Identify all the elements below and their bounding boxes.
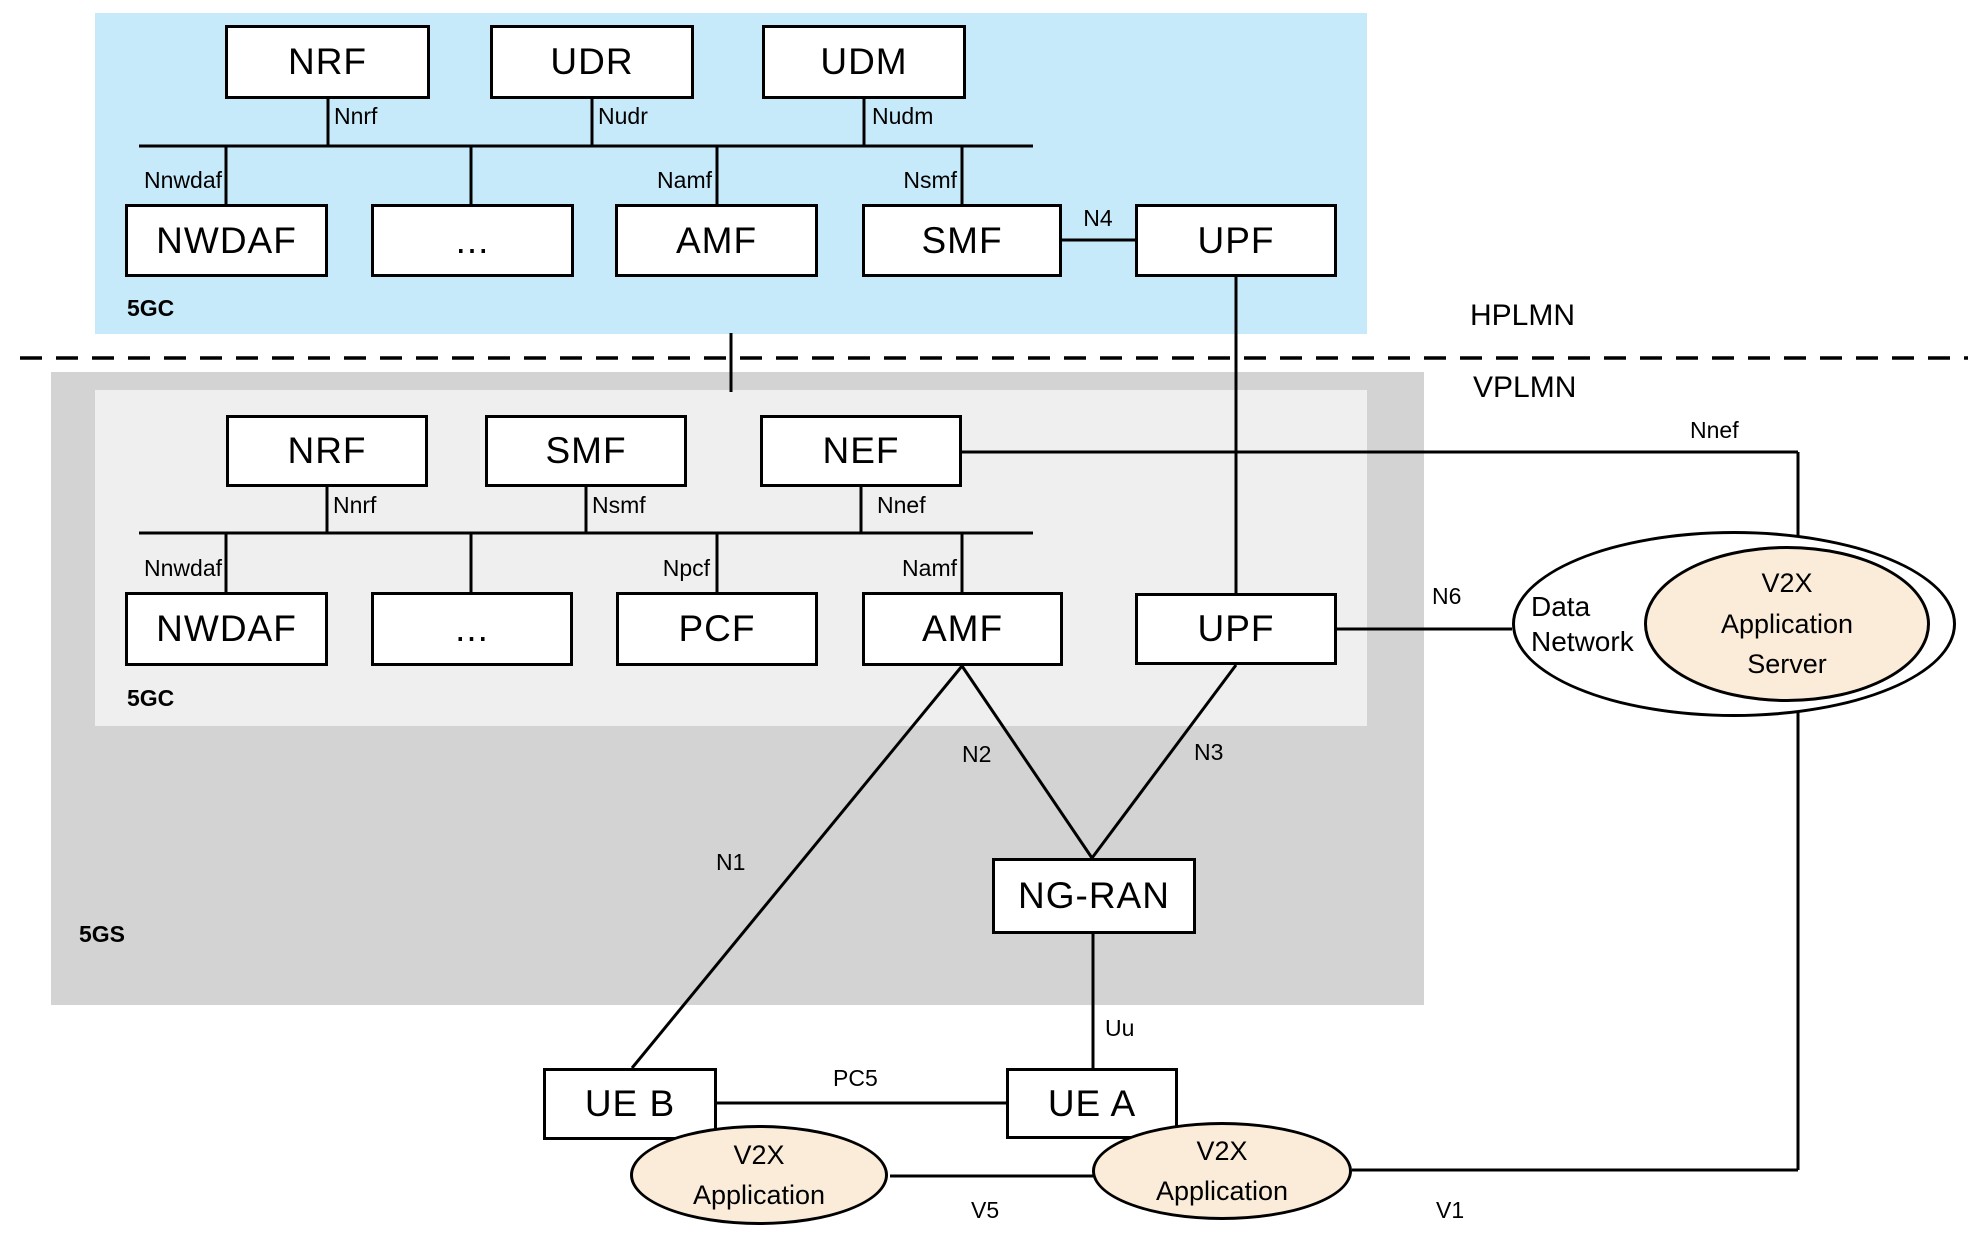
ue-a-label: UE A	[1047, 1082, 1137, 1124]
ref-v5: V5	[971, 1197, 1000, 1223]
ref-namf-hplmn: Namf	[657, 167, 712, 193]
hplmn-smf: SMF	[862, 204, 1062, 277]
vplmn-nwdaf: NWDAF	[125, 592, 328, 666]
data-network-ellipse-text-line-1: Data	[1531, 591, 1591, 622]
hplmn-udr: UDR	[490, 25, 694, 99]
ref-uu: Uu	[1105, 1015, 1135, 1041]
v2x-application-ue-a-ellipse-text-line-1: V2X	[1196, 1135, 1248, 1166]
v2x-application-ue-a-ellipse: V2X Application	[1092, 1122, 1352, 1220]
ref-nnef-line: Nnef	[1690, 417, 1739, 443]
ng-ran-label: NG-RAN	[1018, 875, 1170, 916]
vplmn-ellipsis: ...	[371, 592, 573, 666]
vplmn-nrf: NRF	[226, 415, 428, 487]
ref-nsmf-vplmn: Nsmf	[592, 492, 646, 518]
hplmn-smf-label: SMF	[921, 219, 1003, 261]
hplmn-nrf: NRF	[225, 25, 430, 99]
vplmn-upf-label: UPF	[1197, 608, 1275, 649]
hplmn-amf: AMF	[615, 204, 818, 277]
ref-pc5: PC5	[833, 1065, 878, 1091]
data-network-ellipse-text-line-2: Network	[1531, 626, 1634, 657]
vplmn-smf-label: SMF	[545, 430, 627, 471]
ref-nudr-hplmn: Nudr	[598, 103, 648, 129]
ref-v1: V1	[1436, 1197, 1465, 1223]
ref-nnef-vplmn: Nnef	[877, 492, 926, 518]
ng-ran: NG-RAN	[992, 858, 1196, 934]
ref-n2: N2	[962, 741, 992, 767]
ref-nnrf-hplmn: Nnrf	[334, 103, 378, 129]
ue-a: UE A	[1006, 1068, 1178, 1139]
ref-nnwdaf-vplmn: Nnwdaf	[144, 555, 222, 581]
ref-namf-vplmn: Namf	[902, 555, 957, 581]
link-n3	[1090, 664, 1238, 859]
ue-b-label: UE B	[584, 1083, 676, 1124]
ref-n3: N3	[1194, 739, 1224, 765]
v2x-application-server-ellipse-text-line-2: Application	[1720, 608, 1854, 639]
hplmn-upf: UPF	[1135, 204, 1337, 277]
ref-nnrf-vplmn: Nnrf	[333, 492, 377, 518]
hplmn-nwdaf: NWDAF	[125, 204, 328, 277]
vplmn-upf: UPF	[1135, 593, 1337, 665]
ref-nnwdaf-hplmn: Nnwdaf	[144, 167, 222, 193]
link-n2	[960, 665, 1094, 859]
ref-n4: N4	[1083, 205, 1113, 231]
ref-nsmf-hplmn: Nsmf	[903, 167, 957, 193]
vplmn-nrf-label: NRF	[287, 430, 367, 471]
v2x-application-server-ellipse-text-line-3: Server	[1747, 649, 1827, 680]
link-n1	[630, 665, 964, 1069]
vplmn-amf: AMF	[862, 592, 1063, 666]
ue-b: UE B	[543, 1068, 717, 1140]
hplmn-nrf-label: NRF	[287, 41, 368, 82]
vplmn-pcf-label: PCF	[678, 608, 756, 649]
label-vplmn: VPLMN	[1473, 371, 1577, 404]
label-5gs: 5GS	[79, 921, 126, 947]
ref-n6: N6	[1432, 583, 1462, 609]
vplmn-smf: SMF	[485, 415, 687, 487]
vplmn-nef: NEF	[760, 415, 962, 487]
v2x-application-ue-a-ellipse-text-line-2: Application	[1155, 1176, 1289, 1206]
hplmn-udm-label: UDM	[820, 41, 908, 82]
vplmn-nef-label: NEF	[822, 430, 900, 471]
vplmn-amf-label: AMF	[921, 608, 1004, 649]
vplmn-ellipsis-label: ...	[455, 608, 489, 649]
v2x-application-ue-b-ellipse-text-line-1: V2X	[733, 1139, 785, 1170]
v2x-application-ue-b-ellipse: V2X Application	[630, 1125, 888, 1225]
label-hplmn: HPLMN	[1470, 299, 1576, 332]
ref-npcf: Npcf	[662, 555, 710, 581]
hplmn-ellipsis: ...	[371, 204, 574, 277]
vplmn-pcf: PCF	[616, 592, 818, 666]
hplmn-upf-label: UPF	[1197, 219, 1275, 261]
hplmn-amf-label: AMF	[675, 219, 758, 261]
hplmn-nwdaf-label: NWDAF	[156, 219, 297, 261]
ref-nudm-hplmn: Nudm	[872, 103, 934, 129]
ref-n1: N1	[716, 849, 746, 875]
hplmn-ellipsis-label: ...	[455, 219, 490, 261]
hplmn-udr-label: UDR	[550, 41, 634, 82]
label-5gc-hplmn: 5GC	[127, 295, 175, 321]
v2x-application-server-ellipse-text-line-1: V2X	[1761, 568, 1813, 599]
label-5gc-vplmn: 5GC	[127, 685, 175, 711]
hplmn-udm: UDM	[762, 25, 966, 99]
vplmn-nwdaf-label: NWDAF	[156, 608, 297, 649]
v2x-application-ue-b-ellipse-text-line-2: Application	[692, 1180, 826, 1210]
